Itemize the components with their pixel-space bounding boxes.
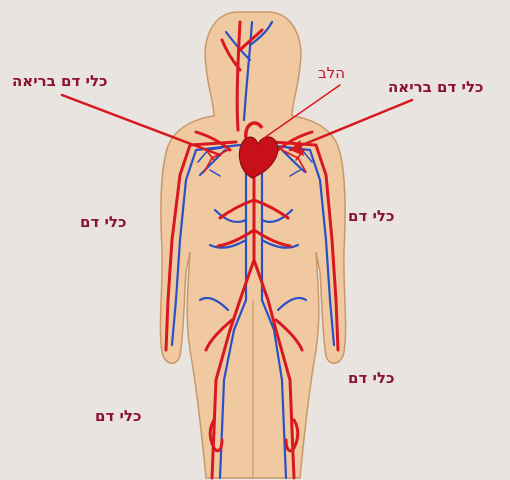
label-vessels-leg-right: כלי דם (348, 369, 394, 387)
label-heart: הלב (318, 64, 345, 82)
label-lungs-left: כלי דם בריאה (12, 72, 108, 90)
label-vessels-leg-left: כלי דם (95, 407, 141, 425)
label-vessels-arm-right: כלי דם (348, 207, 394, 225)
label-lungs-right: כלי דם בריאה (388, 78, 484, 96)
label-vessels-arm-left: כלי דם (80, 213, 126, 231)
